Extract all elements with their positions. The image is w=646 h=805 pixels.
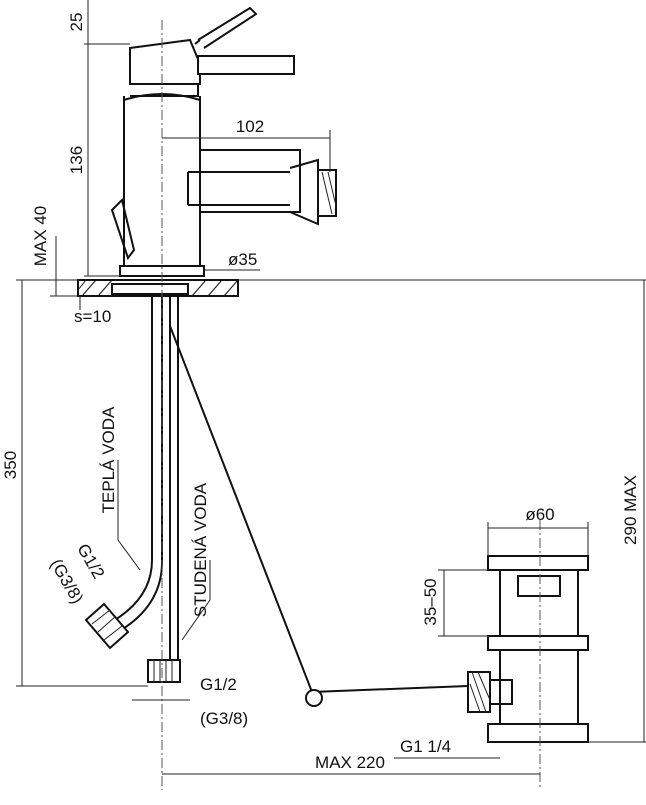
label-g12-right: G1/2 bbox=[200, 675, 237, 694]
label-max-40: MAX 40 bbox=[31, 206, 50, 266]
mounting-deck bbox=[77, 279, 239, 297]
popup-waste bbox=[467, 555, 589, 743]
label-g1-14: G1 1/4 bbox=[400, 737, 451, 756]
label-35-50: 35–50 bbox=[421, 578, 440, 625]
label-25: 25 bbox=[67, 13, 86, 32]
dimension-lines bbox=[16, 0, 646, 775]
label-g38-right: (G3/8) bbox=[200, 709, 248, 728]
label-tepla-voda: TEPLÁ VODA bbox=[99, 406, 118, 513]
faucet-body bbox=[110, 6, 337, 277]
label-g38-left: (G3/8) bbox=[46, 556, 87, 607]
drain-rod bbox=[169, 325, 469, 707]
label-290-max: 290 MAX bbox=[621, 475, 640, 545]
dimension-labels: 25 136 102 MAX 40 ø35 s=10 350 TEPLÁ VOD… bbox=[1, 13, 640, 772]
label-max-220: MAX 220 bbox=[315, 753, 385, 772]
label-350: 350 bbox=[1, 451, 20, 479]
label-g12-left: G1/2 bbox=[73, 541, 108, 582]
label-102: 102 bbox=[236, 117, 264, 136]
label-dia-35: ø35 bbox=[228, 250, 257, 269]
label-s-10: s=10 bbox=[74, 307, 111, 326]
label-dia-60: ø60 bbox=[525, 505, 554, 524]
supply-hoses bbox=[84, 296, 181, 683]
label-studena-voda: STUDENÁ VODA bbox=[191, 482, 210, 617]
center-lines bbox=[161, 20, 541, 790]
label-136: 136 bbox=[67, 146, 86, 174]
